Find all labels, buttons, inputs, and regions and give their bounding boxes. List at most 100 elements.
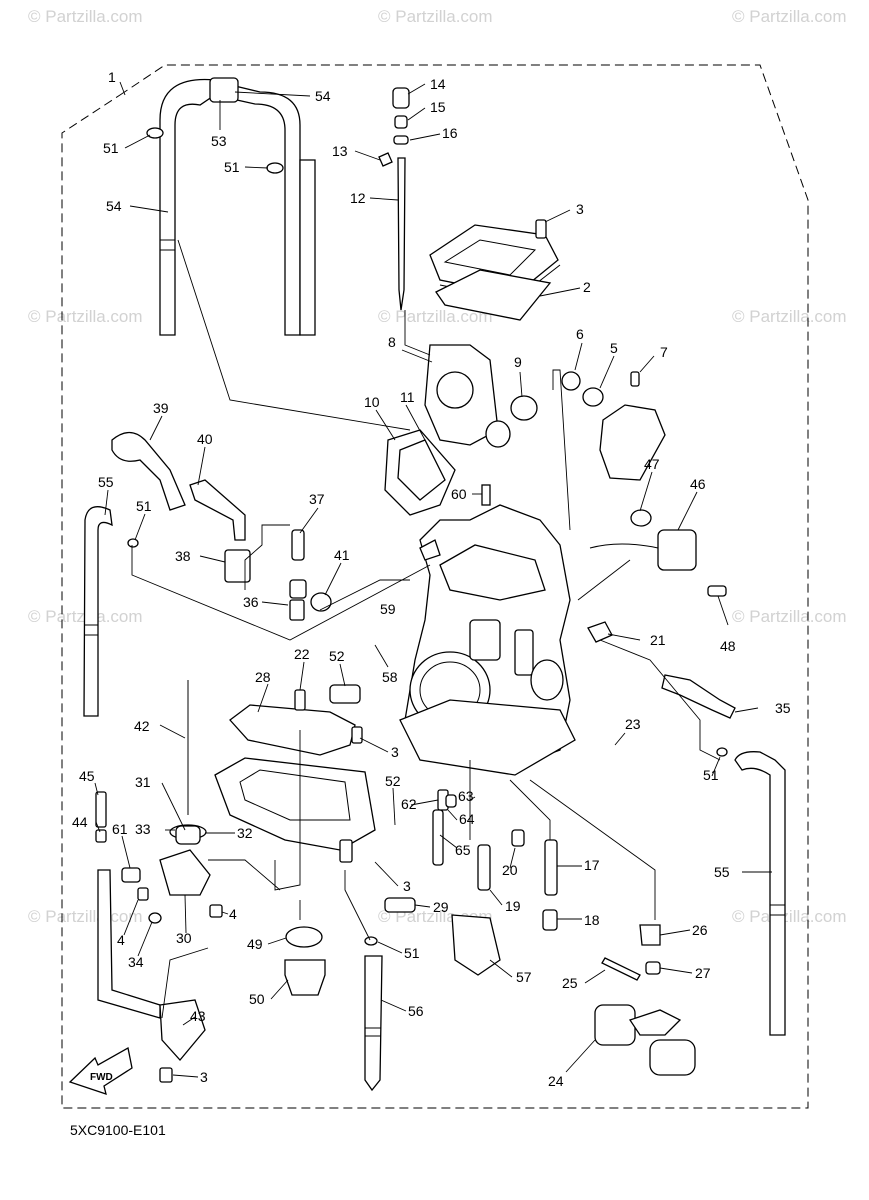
callout-label: 16 (442, 125, 458, 141)
callout-label: 43 (190, 1008, 206, 1024)
callout-label: 54 (106, 198, 122, 214)
callout-label: 51 (103, 140, 119, 156)
callout-label: 3 (200, 1069, 208, 1085)
fuel-fittings-left (83, 431, 332, 717)
jets (284, 789, 661, 1092)
callout-label: 37 (309, 491, 325, 507)
watermark: © Partzilla.com (28, 7, 143, 26)
callout-label: 55 (714, 864, 730, 880)
callout-label: 33 (135, 821, 151, 837)
callout-label: 64 (459, 811, 475, 827)
callout-label: 65 (455, 842, 471, 858)
callout-label: 30 (176, 930, 192, 946)
watermark: © Partzilla.com (732, 607, 847, 626)
top-cover-group (429, 219, 561, 321)
right-hose (594, 747, 786, 1076)
carburetor-body (399, 504, 736, 776)
callout-label: 46 (690, 476, 706, 492)
callout-label: 42 (134, 718, 150, 734)
watermark: © Partzilla.com (28, 907, 143, 926)
float-bowl (214, 684, 376, 863)
callout-label: 51 (224, 159, 240, 175)
callout-labels: 1 54 53 51 51 14 15 16 13 12 54 3 2 6 5 … (72, 69, 791, 1089)
callout-label: 20 (502, 862, 518, 878)
callout-label: 26 (692, 922, 708, 938)
callout-label: 1 (108, 69, 116, 85)
callout-label: 29 (433, 899, 449, 915)
float-parts (95, 680, 223, 1083)
callout-label: 55 (98, 474, 114, 490)
callout-label: 3 (403, 878, 411, 894)
callout-label: 32 (237, 825, 253, 841)
callout-label: 19 (505, 898, 521, 914)
callout-label: 51 (136, 498, 152, 514)
watermark: © Partzilla.com (28, 307, 143, 326)
callout-label: 5 (610, 340, 618, 356)
callout-label: 62 (401, 796, 417, 812)
callout-label: 35 (775, 700, 791, 716)
callout-label: 39 (153, 400, 169, 416)
callout-label: 22 (294, 646, 310, 662)
callout-label: 40 (197, 431, 213, 447)
callout-label: 10 (364, 394, 380, 410)
throttle-sensor (589, 509, 727, 597)
callout-leaders (94, 81, 772, 1078)
callout-label: 6 (576, 326, 584, 342)
callout-label: 63 (458, 788, 474, 804)
callout-label: 58 (382, 669, 398, 685)
callout-label: 52 (385, 773, 401, 789)
callout-label: 23 (625, 716, 641, 732)
callout-label: 52 (329, 648, 345, 664)
callout-label: 28 (255, 669, 271, 685)
callout-label: 7 (660, 344, 668, 360)
assembly-lines (131, 239, 721, 1019)
callout-label: 27 (695, 965, 711, 981)
jet-needle-group (378, 87, 410, 311)
throttle-parts (384, 344, 666, 516)
watermark: © Partzilla.com (732, 307, 847, 326)
callout-label: 17 (584, 857, 600, 873)
callout-label: 4 (117, 932, 125, 948)
callout-label: 57 (516, 969, 532, 985)
callout-label: 51 (703, 767, 719, 783)
callout-label: 15 (430, 99, 446, 115)
callout-label: 47 (644, 456, 660, 472)
watermark: © Partzilla.com (378, 7, 493, 26)
callout-label: 24 (548, 1073, 564, 1089)
callout-label: 4 (229, 906, 237, 922)
callout-label: 59 (380, 601, 396, 617)
callout-label: 50 (249, 991, 265, 1007)
callout-label: 3 (576, 201, 584, 217)
watermark: © Partzilla.com (732, 907, 847, 926)
callout-label: 34 (128, 954, 144, 970)
watermark: © Partzilla.com (378, 307, 493, 326)
callout-label: 60 (451, 486, 467, 502)
callout-label: 3 (391, 744, 399, 760)
fwd-label: FWD (90, 1072, 113, 1083)
assembly-border (61, 64, 809, 1109)
callout-label: 13 (332, 143, 348, 159)
callout-label: 8 (388, 334, 396, 350)
callout-label: 48 (720, 638, 736, 654)
callout-label: 56 (408, 1003, 424, 1019)
diagram-code: 5XC9100-E101 (70, 1122, 166, 1138)
fwd-arrow-icon: FWD (68, 1046, 133, 1095)
callout-label: 54 (315, 88, 331, 104)
callout-label: 61 (112, 821, 128, 837)
callout-label: 31 (135, 774, 151, 790)
callout-label: 9 (514, 354, 522, 370)
vent-hoses-top (146, 77, 316, 336)
callout-label: 21 (650, 632, 666, 648)
callout-label: 14 (430, 76, 446, 92)
callout-label: 2 (583, 279, 591, 295)
callout-label: 45 (79, 768, 95, 784)
callout-label: 44 (72, 814, 88, 830)
callout-label: 38 (175, 548, 191, 564)
callout-label: 11 (400, 389, 415, 405)
callout-label: 41 (334, 547, 350, 563)
callout-label: 51 (404, 945, 420, 961)
callout-label: 18 (584, 912, 600, 928)
callout-label: 53 (211, 133, 227, 149)
callout-label: 36 (243, 594, 259, 610)
